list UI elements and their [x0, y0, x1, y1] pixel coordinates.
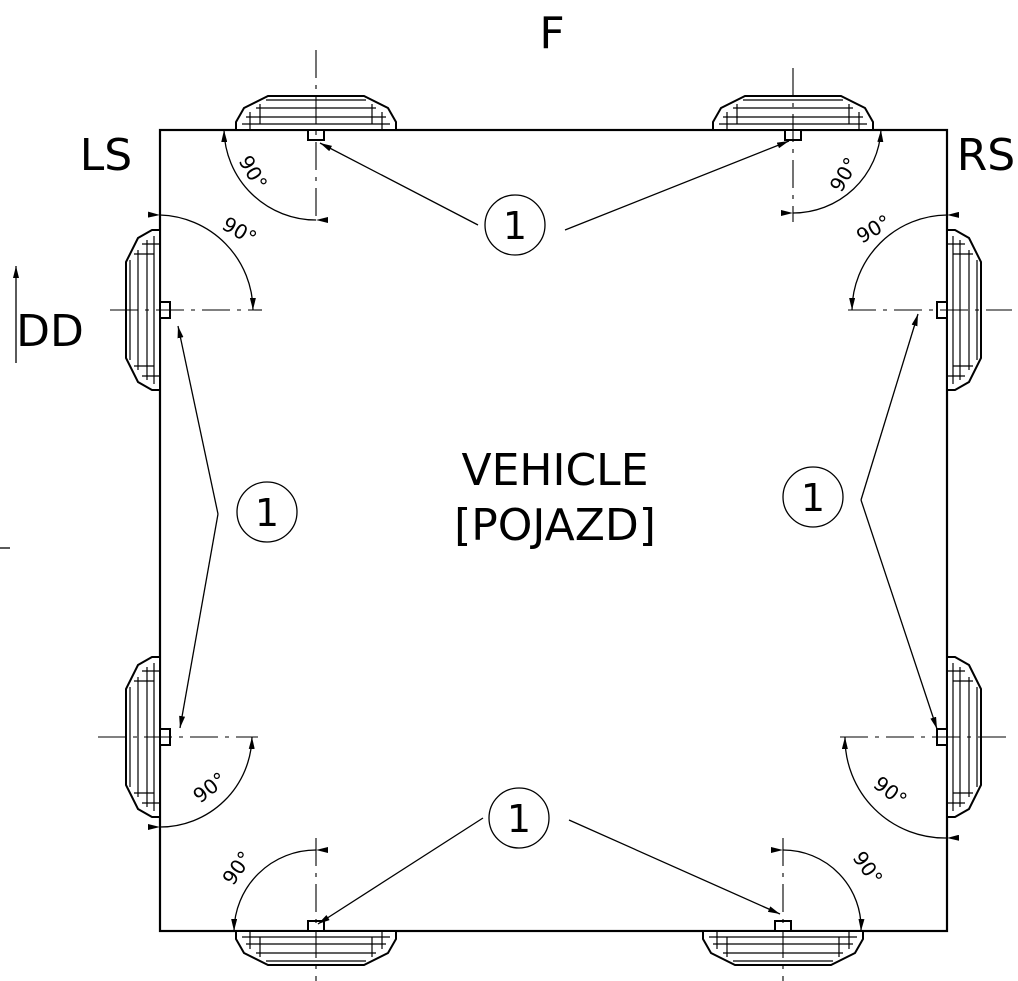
driving-direction-label: DD [16, 306, 84, 357]
angle-arcs [147, 129, 960, 932]
front-label: F [539, 8, 564, 59]
sensor-top-left [235, 50, 397, 222]
callout-left: 1 [236, 481, 298, 543]
vehicle-outline [158, 128, 949, 933]
angle-label-right-lower: 90° [869, 771, 912, 812]
angle-label-top-left: 90° [234, 151, 273, 194]
sensor-left-upper [110, 229, 262, 391]
angle-label-right-upper: 90° [852, 210, 895, 249]
callout-number: 1 [507, 797, 531, 841]
vehicle-label-line1: VEHICLE [462, 445, 649, 496]
sensor-top-right [712, 68, 874, 222]
angle-label-left-upper: 90° [218, 212, 261, 251]
sensor-left-lower [98, 656, 258, 818]
angle-label-left-lower: 90° [188, 767, 231, 808]
callout-number: 1 [503, 204, 527, 248]
callout-right: 1 [782, 466, 844, 528]
callout-number: 1 [801, 476, 825, 520]
sensor-bottom-left [235, 838, 397, 981]
leader-lines [177, 140, 938, 925]
angle-label-bottom-right: 90° [848, 847, 888, 890]
vehicle-label-line2: [POJAZD] [454, 500, 656, 551]
angle-label-top-right: 90° [825, 153, 864, 196]
sensor-bottom-right [702, 838, 864, 981]
left-side-label: LS [80, 130, 132, 181]
angle-label-bottom-left: 90° [217, 847, 257, 890]
callout-top: 1 [484, 194, 546, 256]
sensor-right-upper [848, 229, 1012, 391]
right-side-label: RS [957, 130, 1016, 181]
callout-number: 1 [255, 491, 279, 535]
sensor-right-lower [840, 656, 1008, 818]
callout-bottom: 1 [488, 787, 550, 849]
